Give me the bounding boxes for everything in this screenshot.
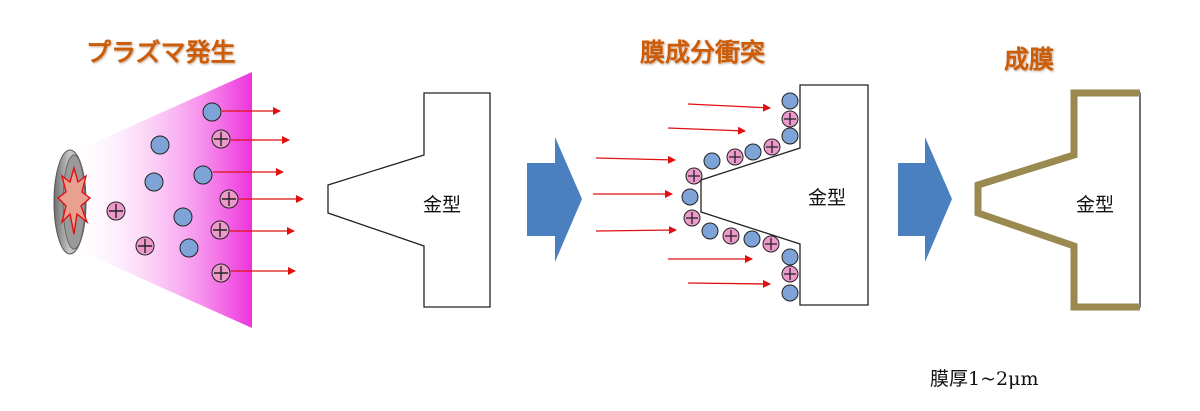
neutral-particles [144, 102, 222, 258]
film-stage [974, 89, 1141, 311]
neutral-particle [703, 152, 721, 170]
ion-particle [211, 263, 231, 283]
ion-particle [135, 236, 155, 256]
mold-label-3: 金型 [1076, 194, 1115, 216]
ion-particle [219, 189, 239, 209]
coating-film [974, 89, 1140, 311]
emission-arrows [213, 107, 304, 275]
stage-title-plasma: プラズマ発生 [86, 38, 236, 67]
mold-2 [700, 84, 869, 306]
ion-particle [762, 235, 780, 253]
neutral-particle [173, 207, 193, 227]
incoming-arrow [595, 155, 676, 164]
mold-3 [977, 92, 1141, 308]
deposited-particles [681, 92, 799, 302]
incoming-arrow [687, 279, 771, 288]
incoming-arrow [687, 103, 771, 112]
ion-particle [763, 138, 781, 156]
film-thickness-label: 膜厚1~2μm [930, 368, 1039, 390]
plasma-stage [53, 72, 304, 328]
neutral-particle [179, 238, 199, 258]
ion-particles [106, 129, 239, 283]
neutral-particle [144, 172, 164, 192]
incoming-arrows [593, 103, 771, 288]
process-arrow-1 [527, 137, 582, 262]
neutral-particle [744, 143, 762, 161]
ion-particle [781, 110, 799, 128]
neutral-particle [681, 188, 699, 206]
ion-particle [683, 209, 701, 227]
neutral-particle [781, 92, 799, 110]
ion-particle [722, 227, 740, 245]
mold-label-1: 金型 [423, 194, 462, 216]
spark-icon [56, 165, 92, 235]
incoming-arrow [667, 126, 746, 135]
neutral-particle [781, 127, 799, 145]
incoming-arrow [595, 226, 677, 235]
neutral-particle [781, 284, 799, 302]
neutral-particle [701, 222, 719, 240]
neutral-particle [743, 230, 761, 248]
neutral-particle [150, 135, 170, 155]
ion-particle [210, 220, 230, 240]
ion-particle [781, 265, 799, 283]
stage-title-film: 成膜 [1004, 45, 1055, 74]
neutral-particle [202, 102, 222, 122]
ion-particle [106, 201, 126, 221]
ion-particle [685, 167, 703, 185]
process-arrow-2 [898, 137, 952, 262]
target-source [53, 149, 92, 255]
ion-particle [211, 129, 231, 149]
neutral-particle [193, 165, 213, 185]
plasma-cone [78, 72, 252, 328]
ion-particle [726, 148, 744, 166]
collision-stage [593, 84, 869, 306]
neutral-particle [781, 248, 799, 266]
mold-label-2: 金型 [808, 187, 847, 209]
mold-1 [327, 92, 491, 308]
stage-title-collision: 膜成分衝突 [640, 38, 766, 67]
